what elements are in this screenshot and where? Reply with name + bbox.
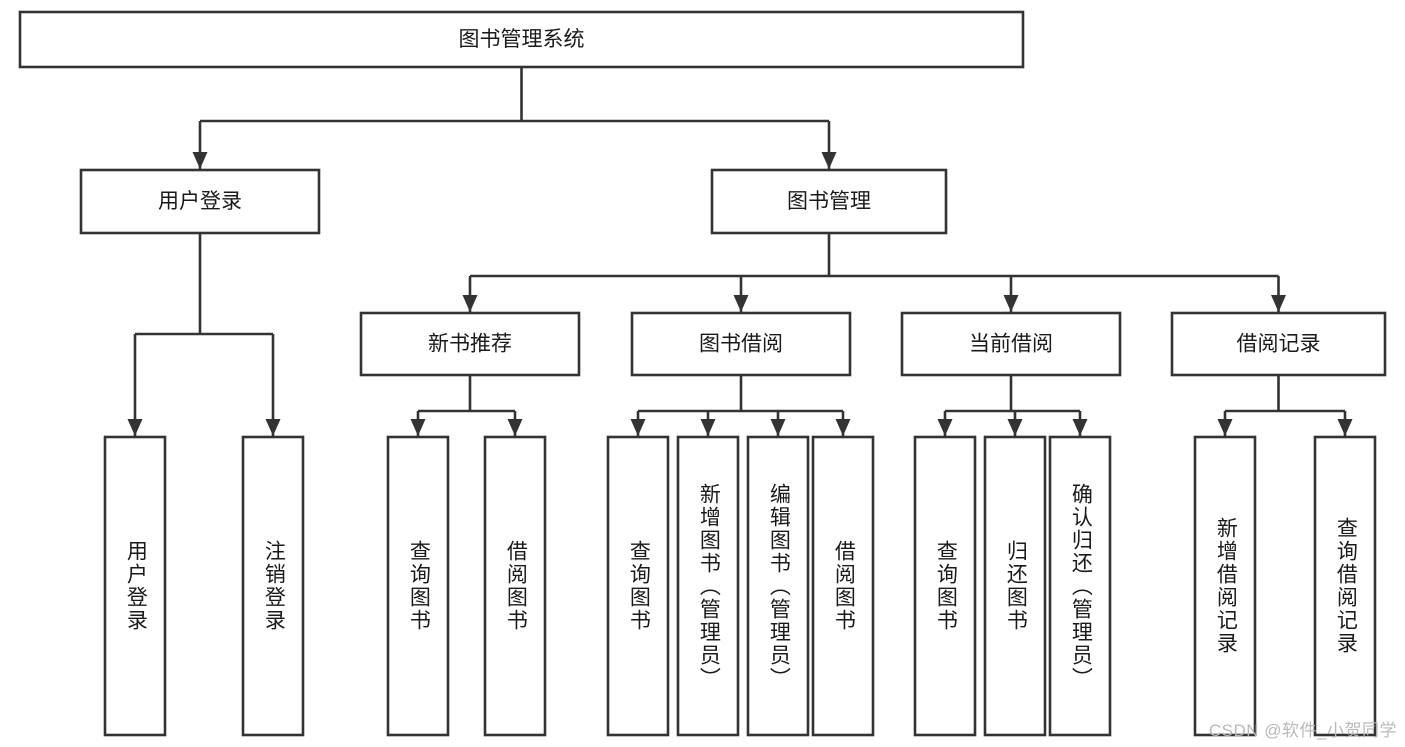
arrow-to-leaf-12 [1337,419,1353,436]
arrow-to-leaf-7 [835,419,851,436]
arrow-mgmt-to-level3-0 [462,295,478,312]
node-box-root[interactable] [18,10,1025,69]
node-box-level3-2[interactable] [900,311,1122,377]
node-box-leaf-0[interactable] [103,435,167,737]
node-label-level2-0: 用户登录 [158,190,242,213]
node-label-root: 图书管理系统 [459,28,585,51]
node-box-level3-0[interactable] [359,311,581,377]
edges-layer [127,67,1353,436]
node-box-leaf-6[interactable] [746,435,810,737]
node-label-level3-3: 借阅记录 [1237,333,1321,356]
node-label-level3-1: 图书借阅 [699,333,783,356]
node-box-leaf-5[interactable] [676,435,740,737]
arrow-mgmt-to-level3-3 [1271,295,1286,312]
arrow-root-to-level2-0 [192,152,208,169]
arrow-to-leaf-1 [265,419,281,436]
arrow-mgmt-to-level3-1 [733,295,749,312]
node-box-leaf-1[interactable] [241,435,305,737]
node-box-leaf-11[interactable] [1193,435,1257,737]
arrow-to-leaf-0 [127,419,143,436]
node-label-level3-0: 新书推荐 [428,333,512,356]
node-box-leaf-12[interactable] [1313,435,1377,737]
node-box-level2-0[interactable] [79,168,321,235]
node-box-leaf-2[interactable] [386,435,450,737]
node-label-level2-1: 图书管理 [787,190,871,213]
node-box-level2-1[interactable] [710,168,948,235]
node-box-leaf-7[interactable] [811,435,875,737]
arrow-to-leaf-4 [630,419,646,436]
node-box-leaf-8[interactable] [913,435,977,737]
node-box-leaf-3[interactable] [483,435,547,737]
csdn-watermark: CSDN @软件_小贺同学 [1208,721,1397,740]
arrow-to-leaf-2 [410,419,426,436]
node-box-level3-3[interactable] [1170,311,1387,377]
arrow-to-leaf-6 [770,419,786,436]
node-box-leaf-10[interactable] [1048,435,1112,737]
boxes-layer [18,10,1387,737]
arrow-to-leaf-10 [1072,419,1088,436]
node-box-leaf-9[interactable] [983,435,1047,737]
node-box-level3-1[interactable] [630,311,852,377]
arrow-root-to-level2-1 [821,152,837,169]
arrow-to-leaf-8 [937,419,953,436]
arrow-to-leaf-3 [507,419,523,436]
arrow-to-leaf-5 [700,419,716,436]
node-box-leaf-4[interactable] [606,435,670,737]
arrow-to-leaf-11 [1217,419,1233,436]
arrow-to-leaf-9 [1007,419,1023,436]
node-label-level3-2: 当前借阅 [969,333,1053,356]
arrow-mgmt-to-level3-2 [1003,295,1019,312]
